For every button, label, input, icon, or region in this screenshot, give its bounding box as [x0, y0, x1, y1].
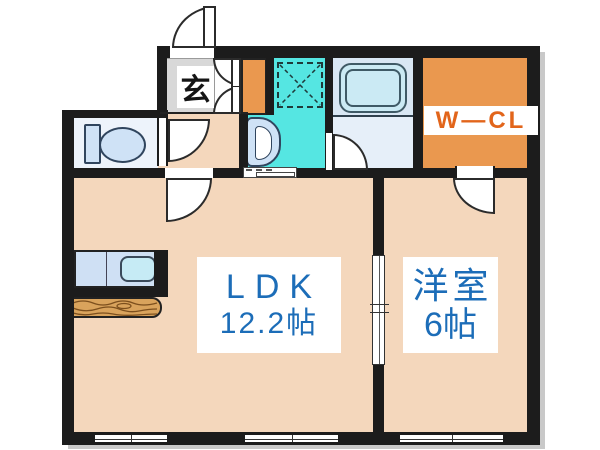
kitchen-sink-icon [120, 256, 156, 282]
entry-doorway [168, 46, 216, 58]
kitchen-counter-edge-bottom [74, 288, 168, 297]
wood-grain [72, 300, 158, 316]
ldk-room-name: LDK [225, 268, 323, 307]
entrance-closet-door-leaf [231, 58, 241, 114]
washbasin-bowl [255, 126, 272, 160]
building-shadow-bottom [68, 445, 545, 449]
sliding-door-tick-1 [370, 304, 389, 305]
toilet-doorway [157, 118, 168, 166]
kitchen-counter-edge-right [154, 250, 168, 297]
entrance-label: 玄 [180, 74, 211, 107]
window-ldk-right [245, 433, 338, 444]
wall-middle-horizontal [62, 168, 540, 178]
kitchen-counter-divider [106, 252, 107, 286]
wall-toilet-top [62, 110, 168, 118]
hall-ldk-doorway [165, 168, 213, 178]
western-room-name: 洋室 [412, 264, 493, 306]
washing-machine-pan-cross [279, 64, 321, 106]
wall-top [157, 46, 540, 58]
wall-entrance-left [157, 46, 167, 118]
toilet-bowl-icon [99, 127, 146, 163]
window-center-tick [451, 435, 453, 442]
wall-washroom-bath [325, 46, 333, 178]
wcl-doorway [455, 166, 495, 178]
entry-door-leaf [203, 6, 216, 48]
sliding-door-track [378, 256, 380, 364]
bathtub-inner-rim [345, 69, 401, 107]
wcl-label: W—CL [435, 106, 527, 134]
wood-counter-icon [70, 297, 162, 318]
bathtub-icon [339, 63, 407, 113]
washroom-sliding-door [243, 167, 297, 178]
wall-genkan-bottom-line [160, 112, 248, 114]
washroom-slide-panel [256, 172, 295, 177]
wall-left [62, 110, 74, 445]
window-western-room [400, 433, 503, 444]
sliding-door-tick-2 [370, 312, 389, 313]
washing-machine-pan-icon [277, 62, 323, 108]
closet-leaf-divider [233, 86, 239, 87]
wall-closet-washroom [266, 46, 274, 115]
ldk-western-sliding-door [370, 255, 389, 365]
window-ldk-left [95, 433, 167, 444]
wall-right [527, 46, 540, 445]
window-center-tick [291, 435, 293, 442]
kitchen-counter [74, 250, 162, 288]
ldk-room-area: 12.2帖 [219, 307, 319, 341]
wall-bath-wcl [413, 46, 423, 178]
wall-hall-washroom [239, 112, 248, 178]
wcl-label-box: W—CL [424, 106, 538, 135]
washroom-slide-track [246, 169, 272, 171]
entrance-closet [241, 58, 267, 115]
western-room-area: 6帖 [424, 306, 477, 345]
window-center-tick [131, 435, 132, 442]
washbasin-icon [246, 117, 281, 167]
western-room-label-box: 洋室 6帖 [403, 257, 498, 353]
building-shadow-right [540, 52, 545, 445]
entrance-label-box: 玄 [177, 66, 214, 108]
ldk-label-box: LDK 12.2帖 [197, 257, 341, 353]
bath-doorway [325, 133, 333, 170]
